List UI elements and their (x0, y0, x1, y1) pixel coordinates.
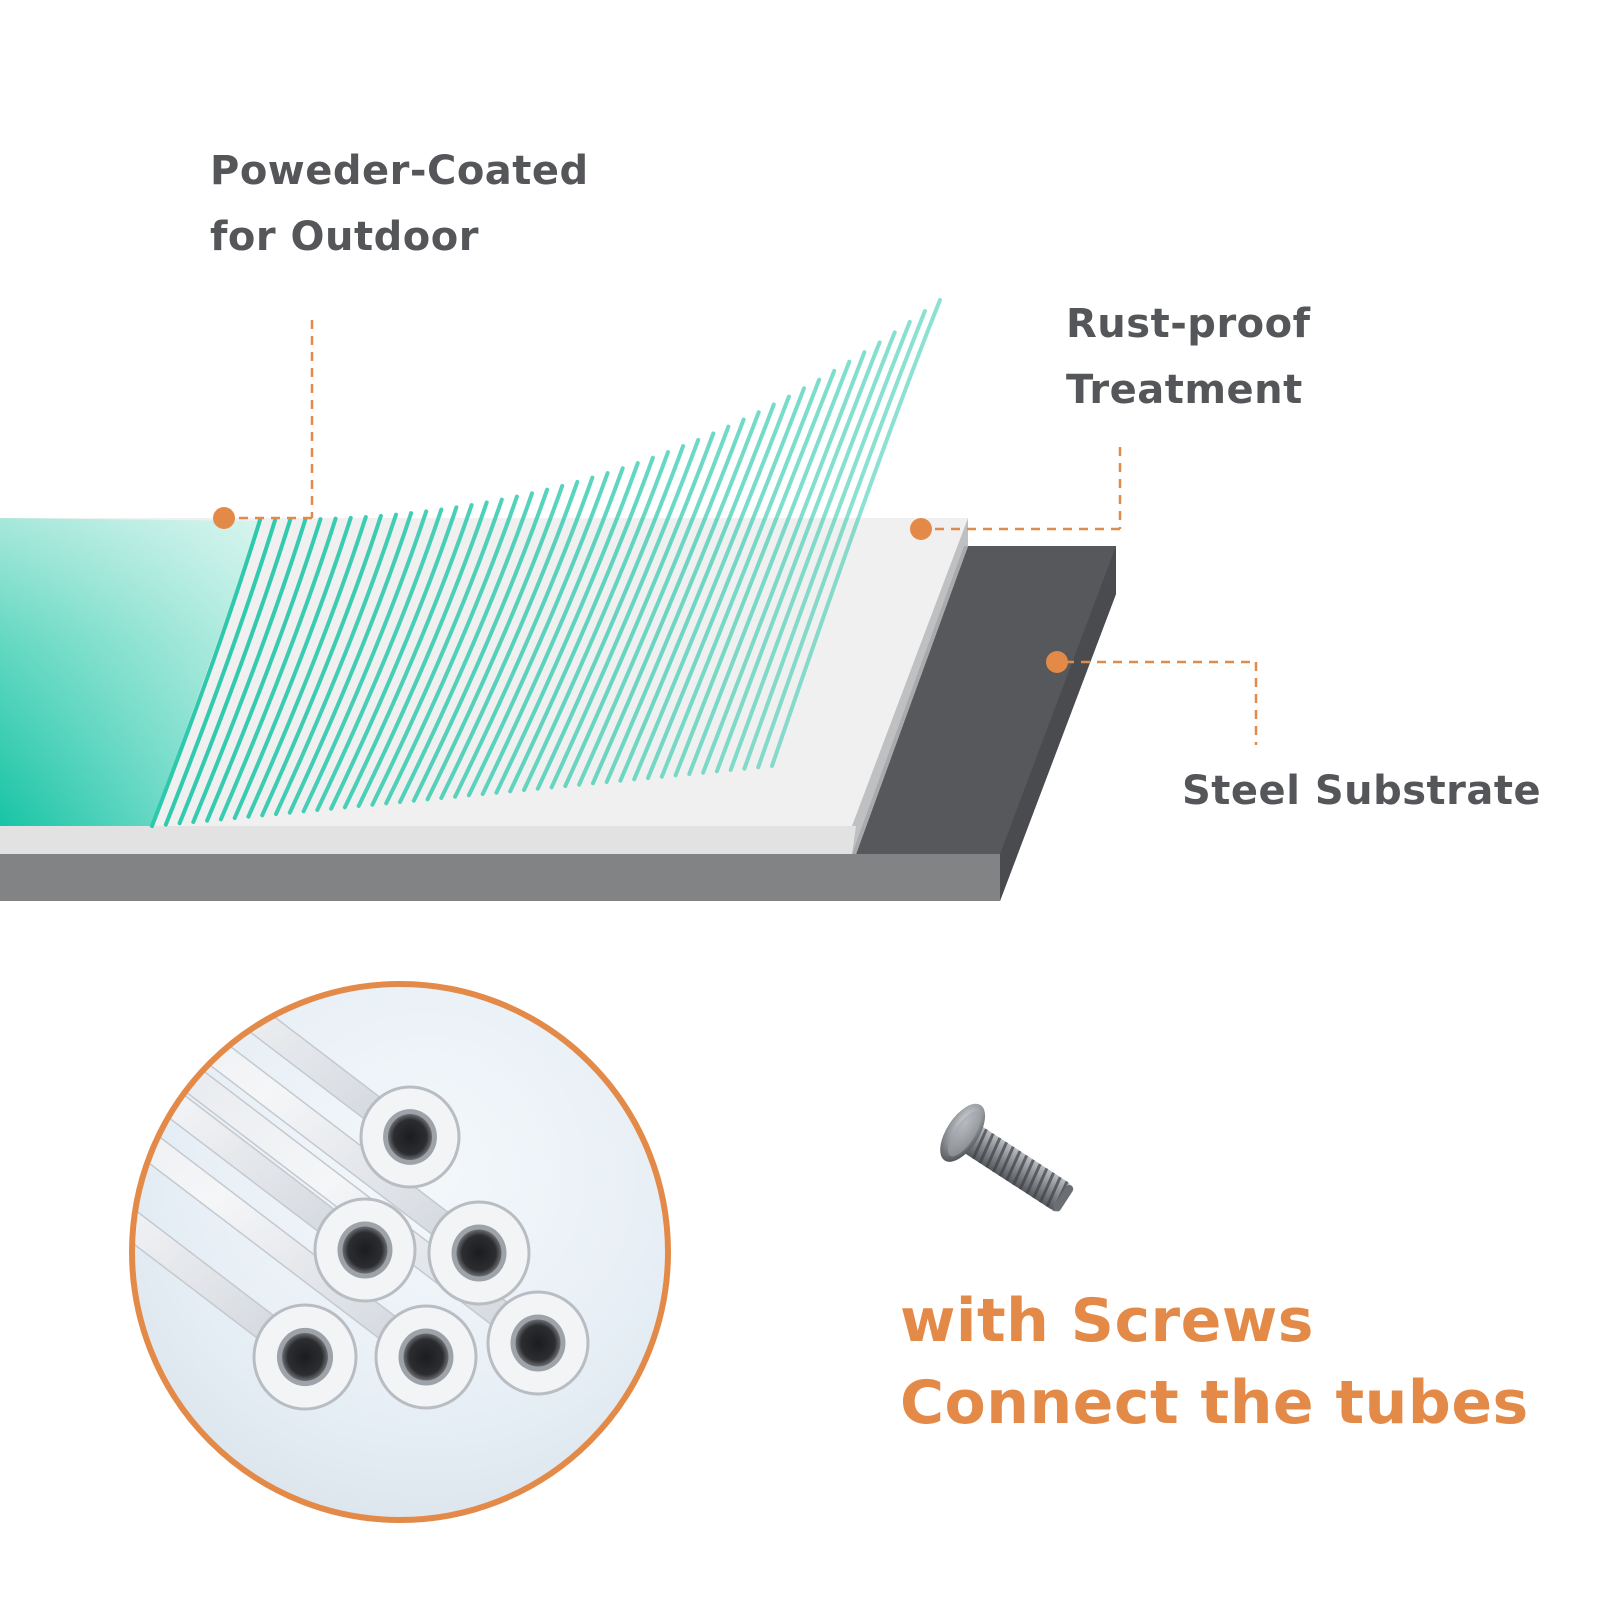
coating-stripe (659, 377, 822, 779)
screws-caption: with Screws Connect the tubes (900, 1280, 1529, 1444)
screw-thread (978, 1132, 995, 1164)
tube-hole (456, 1229, 502, 1277)
coating-stripe (218, 516, 338, 822)
rustproof-label: Rust-proof Treatment (1066, 291, 1311, 423)
coating-stripe (163, 518, 278, 827)
coating-stripe (356, 500, 489, 808)
coating-stripe (577, 424, 731, 787)
rustproof-label-line-1: Rust-proof (1066, 301, 1311, 347)
screw-thread (998, 1146, 1015, 1177)
coating-stripe (590, 417, 746, 786)
coating-callout-dot (213, 507, 235, 529)
coating-stripe (287, 511, 414, 815)
screw-thread (1045, 1176, 1062, 1208)
coating-stripe (205, 517, 323, 823)
coating-stripe (632, 394, 791, 782)
coating-stripe (232, 515, 353, 820)
tube-hole (515, 1319, 561, 1367)
tube-hole (387, 1113, 433, 1161)
coating-stripe (549, 437, 701, 790)
coating-callout-connector (232, 320, 314, 520)
screw-thread (1025, 1163, 1042, 1195)
steel-substrate-label-line: Steel Substrate (1182, 768, 1542, 814)
coating-stripe (508, 455, 655, 794)
screw-thread (1032, 1167, 1049, 1199)
coating-stripe (563, 431, 716, 788)
coating-stripe (315, 507, 444, 812)
coating-stripe (425, 483, 565, 802)
coating-stripe (756, 309, 927, 770)
coating-stripe (673, 368, 837, 778)
screws-caption-line-1: with Screws (900, 1286, 1314, 1356)
steel-callout-dot (1046, 651, 1068, 673)
coating-stripe (494, 461, 640, 795)
coating-stripe (646, 386, 806, 780)
powder-coating-layer (0, 298, 942, 828)
screw-thread (1018, 1159, 1035, 1190)
coating-stripe (742, 319, 912, 771)
coating-label-line-1: Poweder-Coated (210, 148, 589, 194)
screw-thread (1005, 1150, 1022, 1182)
coating-stripe (522, 450, 670, 792)
screw-icon (940, 1103, 1074, 1212)
rustproof-callout-dot (910, 518, 932, 540)
coating-stripe (618, 402, 776, 783)
coating-stripe (411, 487, 550, 803)
coating-stripe (439, 479, 580, 800)
coating-label-line-2: for Outdoor (210, 214, 479, 260)
steel-substrate-label: Steel Substrate (1182, 758, 1541, 824)
coating-stripe (260, 513, 383, 818)
coating-stripe (535, 444, 686, 791)
steel-substrate-layer (0, 546, 1116, 901)
screw-thread (991, 1141, 1008, 1173)
screw-thread (1038, 1172, 1055, 1203)
coating-stripe (177, 517, 293, 826)
screw-thread (971, 1128, 988, 1160)
tube-hole (342, 1226, 388, 1274)
coating-stripe (370, 497, 504, 807)
coating-stripe (246, 515, 368, 819)
coating-stripe (398, 491, 534, 804)
screws-caption-line-2: Connect the tubes (900, 1368, 1529, 1438)
coating-stripe (480, 466, 625, 796)
tube-hole (403, 1333, 449, 1381)
coating-stripe (728, 330, 897, 772)
steel-callout-connector (1065, 660, 1258, 745)
coating-stripe (770, 298, 942, 768)
coating-stripe (191, 517, 308, 824)
coating-stripe (274, 512, 398, 816)
tube-bundle-photo (129, 981, 671, 1523)
photo-frame-ring (129, 981, 671, 1523)
screw-thread (1012, 1154, 1029, 1186)
coating-label: Poweder-Coated for Outdoor (210, 138, 589, 270)
coating-stripe (150, 518, 262, 828)
tube-hole (282, 1333, 328, 1381)
coating-stripe (342, 503, 474, 810)
coating-stripe (453, 475, 595, 799)
coating-stripe (466, 471, 610, 798)
rustproof-label-line-2: Treatment (1066, 367, 1303, 413)
coating-stripe (701, 350, 867, 775)
coating-stripe (329, 505, 459, 811)
coating-stripe (301, 509, 429, 814)
coating-stripe (714, 340, 882, 774)
coating-stripe (687, 359, 852, 776)
screw-thread (985, 1137, 1002, 1169)
rustproof-callout-connector (932, 447, 1122, 531)
coating-stripe (384, 494, 519, 806)
coating-stripe (604, 410, 761, 784)
